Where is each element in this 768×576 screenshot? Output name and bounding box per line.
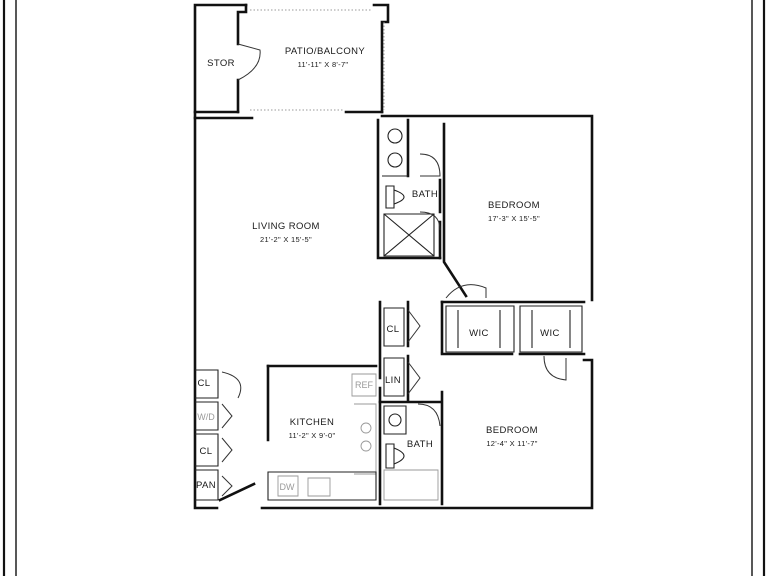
room-label-pantry: PAN bbox=[196, 480, 216, 491]
storage-door bbox=[237, 43, 261, 81]
room-label-wic-2: WIC bbox=[540, 328, 560, 339]
room-label-bath-1: BATH bbox=[412, 189, 438, 200]
room-dims-bedroom-1: 17'-3" X 15'-5" bbox=[488, 214, 540, 223]
appliance-refrigerator: REF bbox=[355, 380, 374, 390]
kitchen-fixtures bbox=[267, 373, 377, 501]
room-label-closet-bed: CL bbox=[387, 324, 400, 335]
room-label-closet-mid: CL bbox=[200, 446, 213, 457]
utility-closets bbox=[195, 369, 256, 502]
room-dims-patio: 11'-11" X 8'-7" bbox=[298, 60, 349, 69]
interior-walls bbox=[266, 122, 586, 506]
bedroom-1-door bbox=[445, 284, 487, 299]
room-label-bath-2: BATH bbox=[407, 439, 433, 450]
room-label-linen: LIN bbox=[385, 375, 401, 386]
wic-details bbox=[445, 305, 583, 381]
appliance-dishwasher: DW bbox=[280, 482, 295, 492]
room-label-washer-dryer: W/D bbox=[197, 412, 215, 422]
room-label-closet-top: CL bbox=[198, 378, 211, 389]
room-label-bedroom-2: BEDROOM bbox=[486, 425, 538, 436]
bath-2 bbox=[383, 403, 441, 501]
room-label-living: LIVING ROOM bbox=[252, 221, 320, 232]
room-dims-kitchen: 11'-2" X 9'-0" bbox=[289, 431, 336, 440]
closet-linen bbox=[383, 307, 421, 397]
room-label-kitchen: KITCHEN bbox=[290, 417, 335, 428]
room-label-bedroom-1: BEDROOM bbox=[488, 200, 540, 211]
room-dims-bedroom-2: 12'-4" X 11'-7" bbox=[486, 439, 537, 448]
room-label-patio: PATIO/BALCONY bbox=[285, 46, 366, 57]
room-label-storage: STOR bbox=[207, 58, 235, 69]
bath-1-walls bbox=[376, 118, 442, 260]
room-dims-living: 21'-2" X 15'-5" bbox=[260, 235, 312, 244]
room-label-wic-1: WIC bbox=[469, 328, 489, 339]
patio-railing bbox=[250, 9, 385, 111]
exterior-walls bbox=[193, 3, 594, 510]
